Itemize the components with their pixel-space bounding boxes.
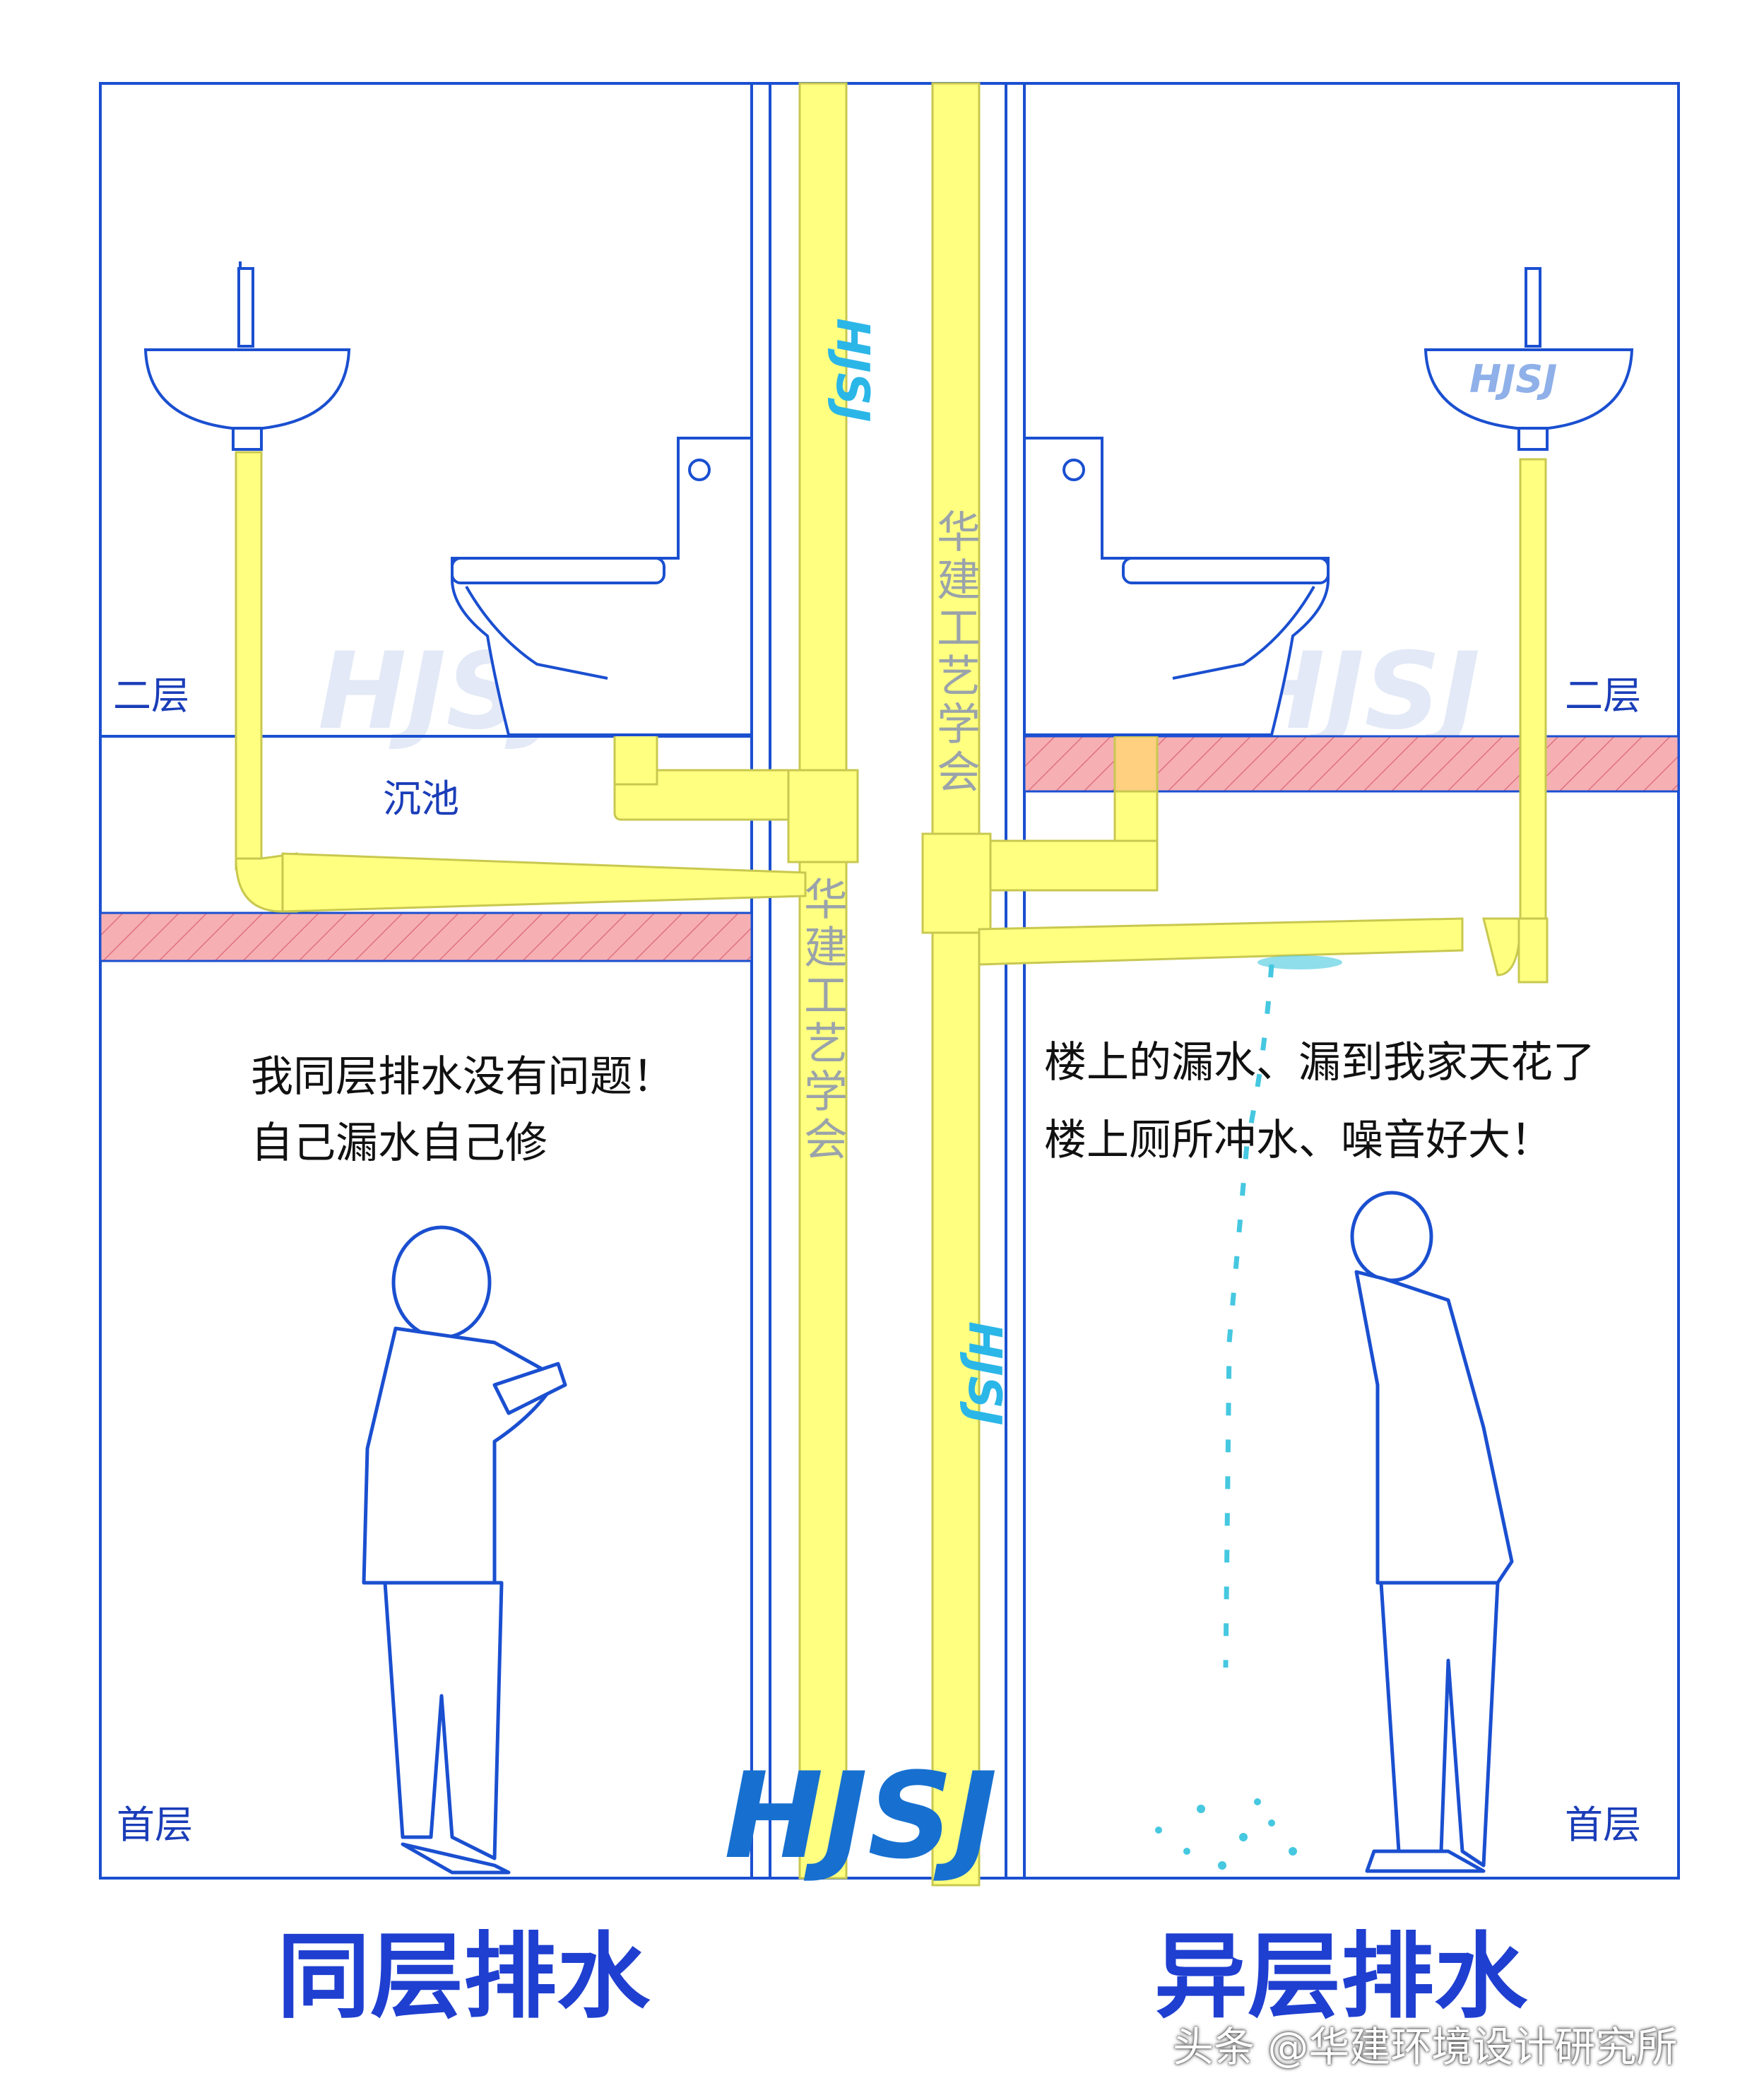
right-lower-floor-label: 首层 [1565, 1803, 1641, 1847]
left-lower-floor-label: 首层 [117, 1803, 193, 1847]
stack-pipe-left [798, 82, 848, 1880]
pipe-text-right: 华建工艺学会 [929, 509, 981, 797]
left-room-frame [99, 82, 753, 1880]
main-logo: HJSJ [724, 1747, 998, 1885]
right-drain-pipes [921, 458, 1549, 984]
pipe-logo-lower: HJSJ [958, 1321, 1010, 1425]
right-room-frame [1023, 82, 1680, 1880]
pipe-logo-upper: HJSJ [826, 318, 878, 422]
left-sink [143, 261, 351, 451]
left-toilet [451, 437, 753, 736]
stack-pipe-right [931, 82, 981, 1887]
left-slab [99, 912, 753, 962]
shaft-frame [752, 82, 1024, 1880]
sink-pit-label: 沉池 [383, 777, 459, 821]
right-title: 异层排水 [1154, 1923, 1527, 2031]
pipe-text-left: 华建工艺学会 [796, 876, 848, 1164]
left-upper-floor-label: 二层 [113, 673, 189, 718]
credit-watermark: 头条 @华建环境设计研究所 [1173, 2023, 1678, 2071]
right-sink: HJSJ [1424, 267, 1634, 451]
right-speech-line2: 楼上厕所冲水、噪音好大！ [1044, 1116, 1553, 1165]
left-speech-line1: 我同层排水没有问题！ [251, 1052, 675, 1102]
right-speech-line1: 楼上的漏水、漏到我家天花了 [1044, 1038, 1595, 1087]
right-upper-floor-label: 二层 [1565, 673, 1641, 718]
pipe-logo-lower-text: HJSJ [958, 1321, 1010, 1425]
pipe-logo-upper-text: HJSJ [826, 318, 878, 422]
left-speech-line2: 自己漏水自己修 [251, 1119, 548, 1168]
right-toilet [1023, 437, 1330, 736]
svg-text:HJSJ: HJSJ [1469, 357, 1557, 401]
left-title: 同层排水 [277, 1923, 650, 2031]
left-person [362, 1225, 567, 1875]
right-person [1350, 1191, 1514, 1873]
water-splash [1155, 955, 1342, 1870]
left-drain-pipes [235, 451, 859, 913]
